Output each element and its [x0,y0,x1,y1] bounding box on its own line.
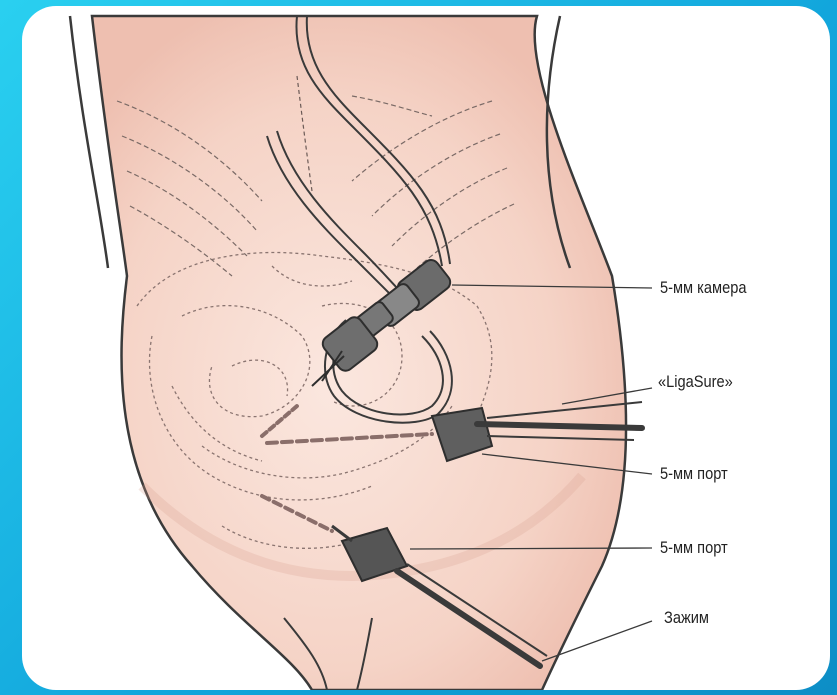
laparoscopic-surgery-illustration [22,6,830,690]
label-clamp: Зажим [664,608,709,628]
label-camera: 5-мм камера [660,278,746,298]
label-ligasure: «LigaSure» [658,372,733,392]
label-port-upper: 5-мм порт [660,464,728,484]
illustration-panel: 5-мм камера «LigaSure» 5-мм порт 5-мм по… [22,6,830,690]
label-port-lower: 5-мм порт [660,538,728,558]
